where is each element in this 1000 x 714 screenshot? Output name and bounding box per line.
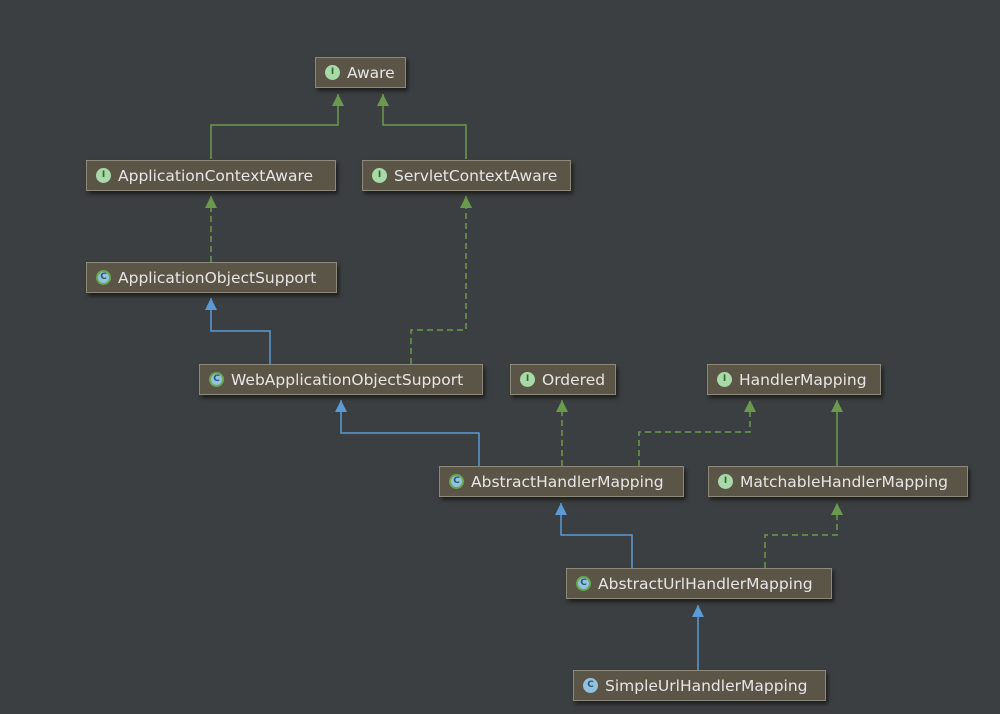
- abstract-class-icon: C: [449, 474, 464, 489]
- interface-icon: I: [325, 65, 340, 80]
- node-label: MatchableHandlerMapping: [740, 472, 949, 491]
- node-label: WebApplicationObjectSupport: [231, 370, 464, 389]
- edge-abstracturlhandlermapping-extends-abstracthandlermapping: [555, 503, 633, 568]
- node-abstracthandlermapping[interactable]: C AbstractHandlerMapping: [439, 466, 684, 497]
- interface-icon: I: [372, 168, 387, 183]
- node-label: ServletContextAware: [394, 166, 558, 185]
- node-ordered[interactable]: I Ordered: [510, 364, 616, 395]
- edge-webapplicationobjectsupport-extends-applicationobjectsupport: [205, 298, 271, 364]
- edge-abstracturlhandlermapping-implements-matchablehandlermapping: [764, 503, 843, 568]
- edge-abstracthandlermapping-implements-handlermapping: [638, 400, 756, 466]
- node-aware[interactable]: I Aware: [315, 57, 406, 88]
- node-servletcontextaware[interactable]: I ServletContextAware: [362, 160, 571, 191]
- edge-abstracthandlermapping-extends-webapplicationobjectsupport: [335, 400, 480, 466]
- node-label: AbstractUrlHandlerMapping: [598, 574, 813, 593]
- edge-webapplicationobjectsupport-implements-servletcontextaware: [410, 196, 472, 364]
- interface-icon: I: [717, 372, 732, 387]
- class-icon: C: [583, 678, 598, 693]
- interface-icon: I: [718, 474, 733, 489]
- node-label: ApplicationObjectSupport: [118, 268, 317, 287]
- abstract-class-icon: C: [96, 270, 111, 285]
- node-webapplicationobjectsupport[interactable]: C WebApplicationObjectSupport: [199, 364, 483, 395]
- node-label: SimpleUrlHandlerMapping: [605, 676, 808, 695]
- node-applicationobjectsupport[interactable]: C ApplicationObjectSupport: [86, 262, 337, 293]
- node-simpleurlhandlermapping[interactable]: C SimpleUrlHandlerMapping: [573, 670, 826, 701]
- node-label: ApplicationContextAware: [118, 166, 314, 185]
- abstract-class-icon: C: [576, 576, 591, 591]
- node-label: Aware: [347, 63, 395, 82]
- interface-icon: I: [520, 372, 535, 387]
- node-label: Ordered: [542, 370, 606, 389]
- edge-servletcontextaware-extends-aware: [377, 94, 467, 159]
- node-abstracturlhandlermapping[interactable]: C AbstractUrlHandlerMapping: [566, 568, 832, 599]
- node-label: AbstractHandlerMapping: [471, 472, 664, 491]
- interface-icon: I: [96, 168, 111, 183]
- abstract-class-icon: C: [209, 372, 224, 387]
- node-matchablehandlermapping[interactable]: I MatchableHandlerMapping: [708, 466, 968, 497]
- node-handlermapping[interactable]: I HandlerMapping: [707, 364, 881, 395]
- edge-applicationcontextaware-extends-aware: [210, 94, 344, 159]
- node-applicationcontextaware[interactable]: I ApplicationContextAware: [86, 160, 336, 191]
- node-label: HandlerMapping: [739, 370, 867, 389]
